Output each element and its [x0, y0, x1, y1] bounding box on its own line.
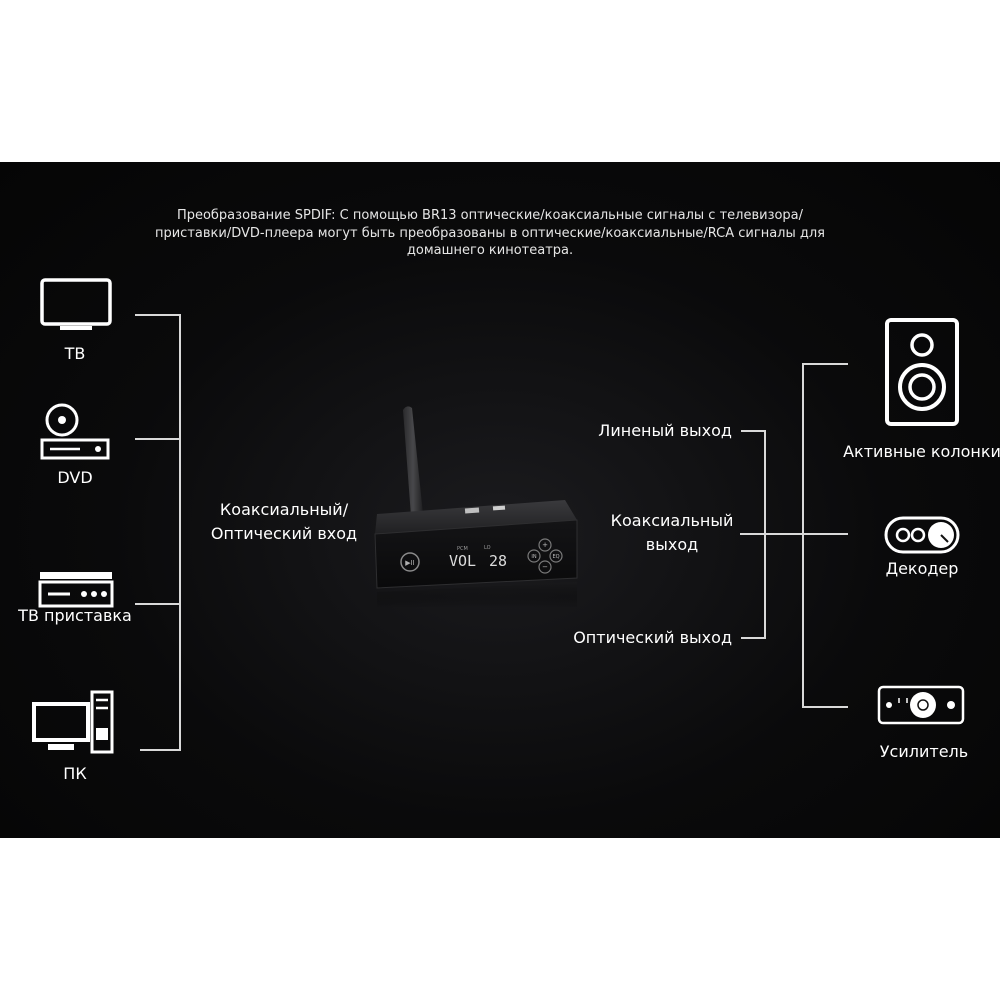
destination-label-amplifier: Усилитель [879, 742, 969, 761]
output-label-coaxial: Коаксиальный выход [610, 511, 734, 554]
diagram-panel: Преобразование SPDIF: С помощью BR13 опт… [0, 162, 1000, 838]
connector-line [135, 314, 181, 316]
output-bracket-line [740, 533, 802, 535]
connector-bus-left [179, 314, 181, 751]
connector-line [802, 363, 848, 365]
device-btn-in: IN [531, 554, 536, 560]
caption-text: Преобразование SPDIF: С помощью BR13 опт… [154, 208, 825, 258]
tv-icon [40, 278, 112, 330]
svg-text:+: + [542, 541, 548, 549]
source-label-tv: ТВ [64, 344, 86, 363]
amplifier-icon [877, 685, 965, 725]
device-display-level: LO [484, 545, 491, 551]
source-label-dvd: DVD [57, 468, 93, 487]
device-display-main: VOL [449, 552, 476, 570]
output-label-line: Линеный выход [598, 421, 732, 440]
device-display-mode: PCM [457, 546, 468, 552]
connector-line [140, 749, 181, 751]
output-bracket-line [741, 637, 766, 639]
destination-label-speakers: Активные колонки [843, 442, 1000, 461]
connector-bus-right [802, 363, 804, 708]
device-display-value: 28 [489, 552, 507, 570]
connector-line [802, 533, 848, 535]
connector-line [135, 603, 181, 605]
destination-label-decoder: Декодер [885, 559, 959, 578]
device-btn-eq: EQ [552, 554, 559, 560]
input-label: Коаксиальный/ Оптический вход [210, 500, 358, 543]
connector-line [802, 706, 848, 708]
set-top-box-icon [38, 572, 114, 608]
source-label-pc: ПК [63, 764, 87, 783]
decoder-icon [884, 516, 960, 554]
svg-text:▶II: ▶II [405, 559, 415, 567]
speaker-icon [885, 318, 959, 426]
br13-device-image: ▶II VOL 28 PCM LO IN EQ + − [374, 406, 578, 608]
source-label-set-top-box: ТВ приставка [18, 606, 132, 625]
output-bracket-line [741, 430, 766, 432]
dvd-player-icon [40, 403, 110, 460]
connector-line [135, 438, 181, 440]
svg-text:−: − [542, 563, 548, 571]
output-label-optical: Оптический выход [573, 628, 732, 647]
pc-icon [32, 690, 114, 754]
